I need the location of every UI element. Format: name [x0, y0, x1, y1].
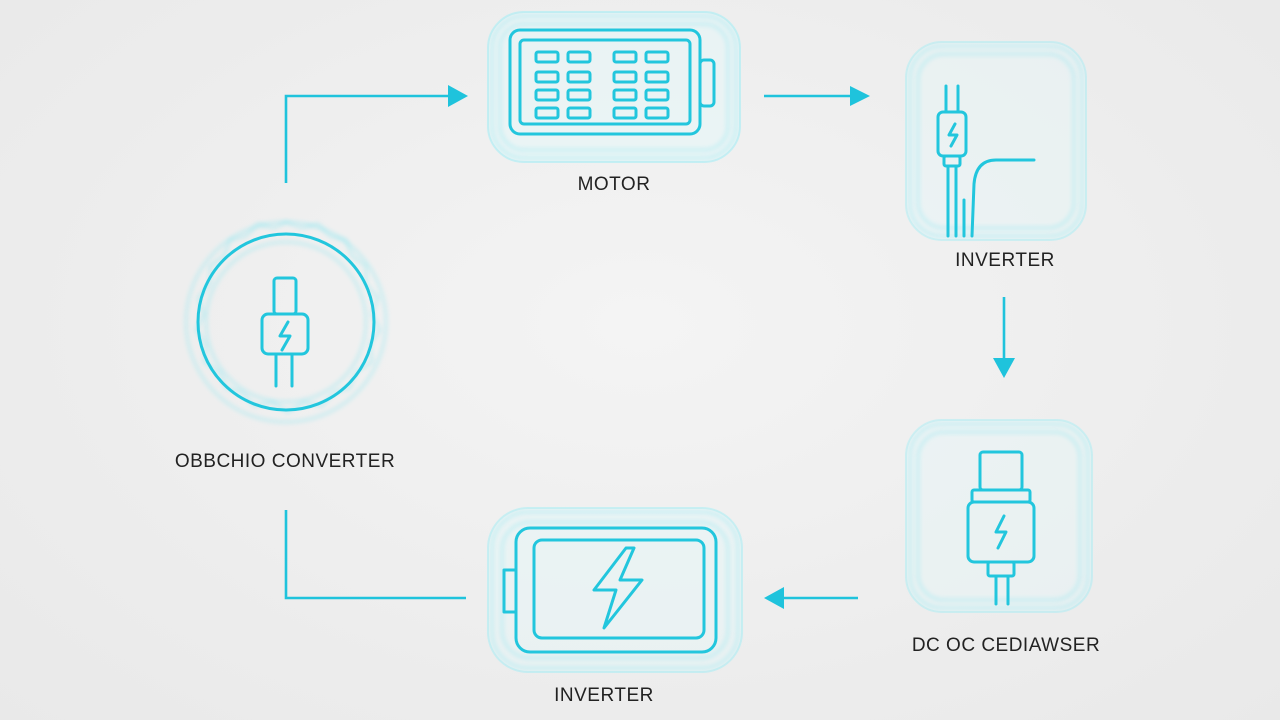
arrow-inverter-to-dc-converter: [993, 297, 1015, 378]
gear-plug-icon: [185, 220, 387, 423]
arrow-dc-converter-to-inverter: [764, 587, 858, 609]
motor-label: MOTOR: [577, 174, 651, 195]
inverter-top-label: INVERTER: [955, 250, 1055, 271]
dc-converter-label: DC OC CEDIAWSER: [911, 635, 1101, 656]
plug-cable-icon: [905, 41, 1087, 241]
battery-grid-icon: [487, 11, 741, 163]
battery-bolt-icon: [487, 507, 743, 673]
line-inverter-to-converter: [284, 510, 466, 600]
arrow-converter-to-motor: [284, 85, 468, 183]
usb-plug-icon: [905, 419, 1093, 613]
arrow-motor-to-inverter: [764, 86, 870, 106]
converter-label: OBBCHIO CONVERTER: [174, 451, 396, 472]
inverter-bottom-label: INVERTER: [554, 685, 654, 706]
